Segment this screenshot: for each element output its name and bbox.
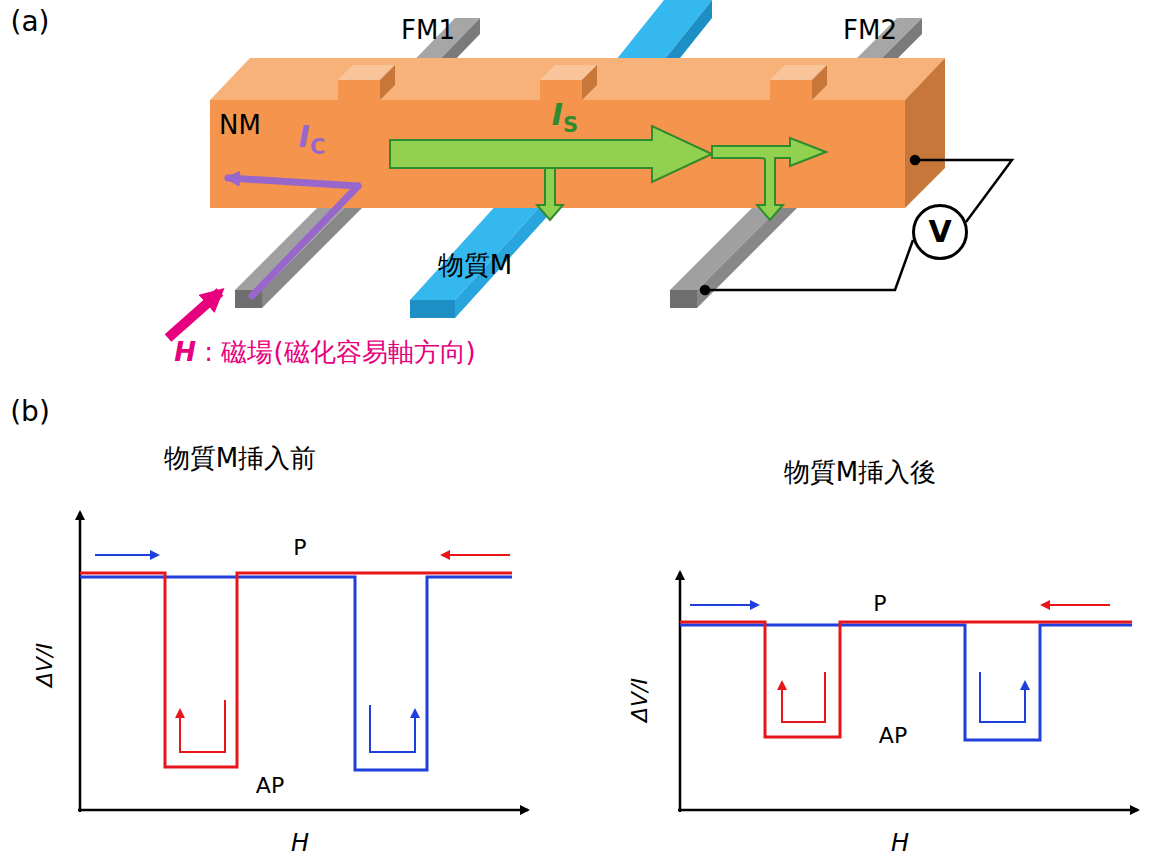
spin-current-arrow xyxy=(390,126,826,220)
material-name: 物質M xyxy=(438,251,512,280)
axis-label: H xyxy=(291,830,309,856)
axis-label: ΔV/I xyxy=(33,643,57,687)
state-label: AP xyxy=(879,724,907,748)
panel-letter: (b) xyxy=(10,397,50,428)
state-label: P xyxy=(873,592,886,616)
nm-bar xyxy=(210,58,945,208)
plot-axes xyxy=(78,512,1138,812)
state-label: AP xyxy=(256,774,284,798)
charge-current-arrow xyxy=(228,178,358,296)
current-label: IS xyxy=(552,98,578,137)
axis-label: H xyxy=(891,830,909,856)
plot-title: 物質M挿入後 xyxy=(784,458,936,487)
voltmeter-circle: V xyxy=(912,204,968,260)
signal-curve xyxy=(80,573,1132,770)
material-m-front-bar xyxy=(410,190,555,318)
state-label: P xyxy=(293,536,306,560)
sweep-arrow xyxy=(95,555,1110,752)
field-label: H : 磁場(磁化容易軸方向) xyxy=(174,338,475,367)
voltmeter-symbol: V xyxy=(928,217,951,247)
plot-title: 物質M挿入前 xyxy=(164,444,316,473)
layer-name: NM xyxy=(219,111,261,140)
field-arrow xyxy=(168,292,220,338)
current-label: IC xyxy=(299,120,326,159)
voltmeter-wire xyxy=(701,156,1012,294)
panel-letter: (a) xyxy=(10,7,49,38)
electrode-name: FM1 xyxy=(401,16,455,45)
axis-label: ΔV/I xyxy=(628,678,652,722)
electrode-name: FM2 xyxy=(843,16,897,45)
